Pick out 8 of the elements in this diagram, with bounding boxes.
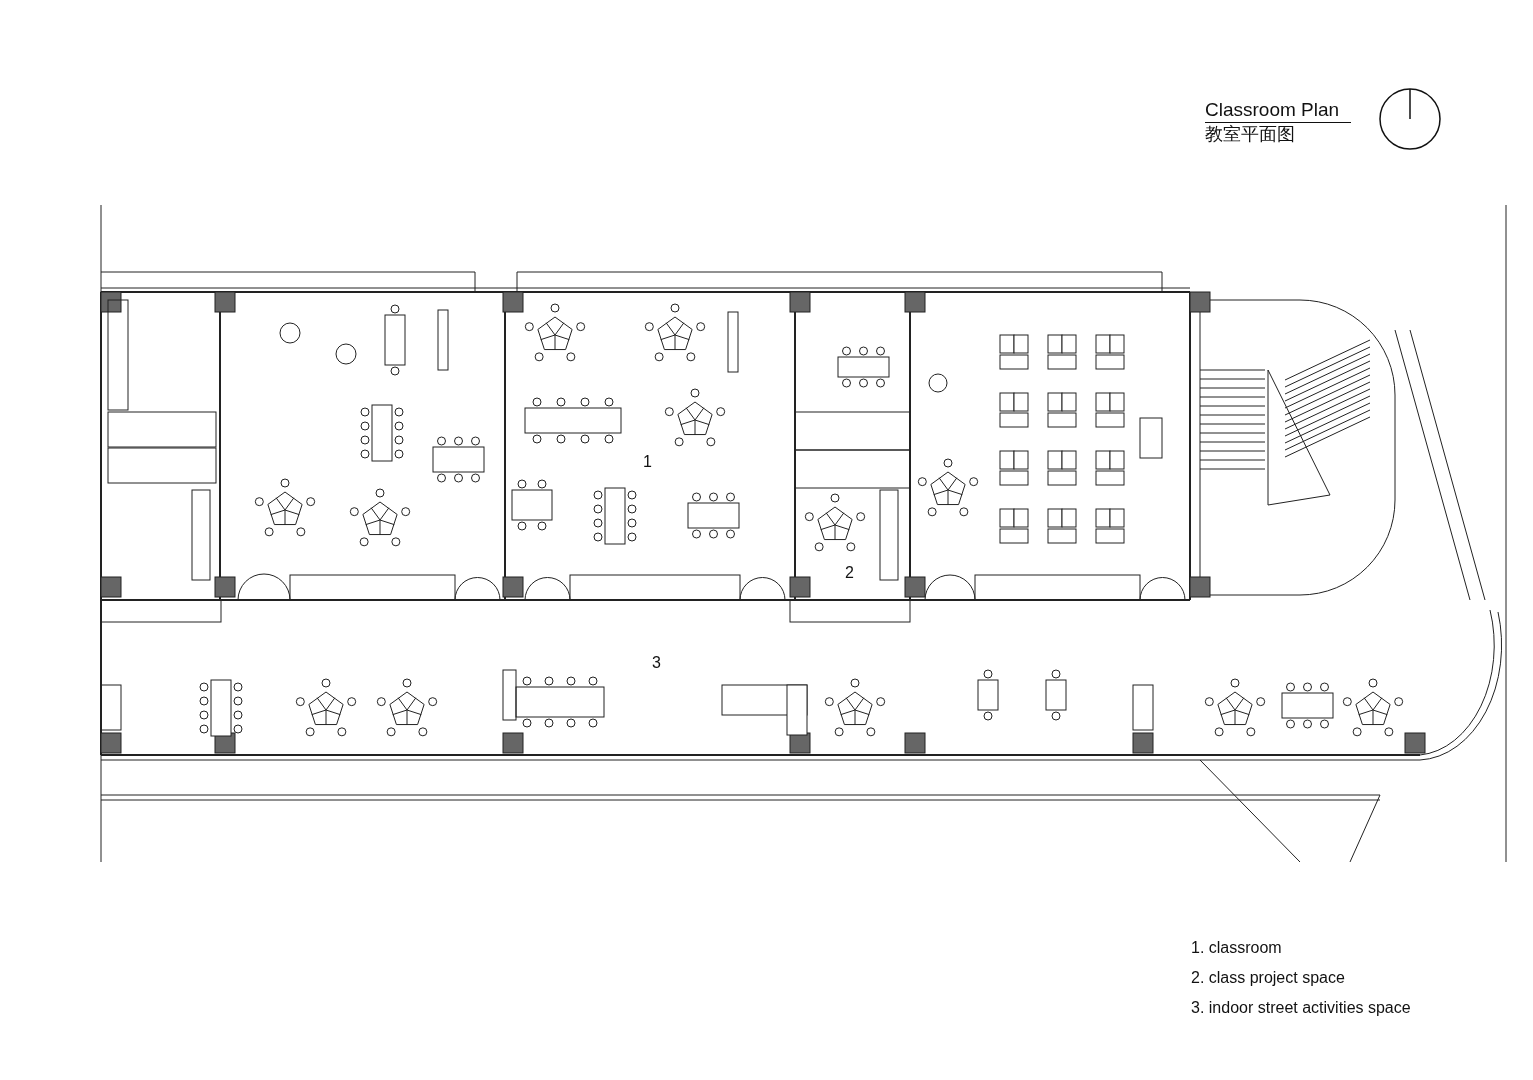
drawing-subtitle: 教室平面图	[1205, 124, 1295, 146]
drawing-title: Classroom Plan	[1205, 99, 1352, 123]
legend-note: 3. indoor street activities space	[1191, 998, 1411, 1018]
legend-note: 1. classroom	[1191, 938, 1282, 958]
legend-note: 2. class project space	[1191, 968, 1345, 988]
room-number: 2	[845, 563, 854, 583]
room-number: 1	[643, 452, 652, 472]
room-number: 3	[652, 653, 661, 673]
